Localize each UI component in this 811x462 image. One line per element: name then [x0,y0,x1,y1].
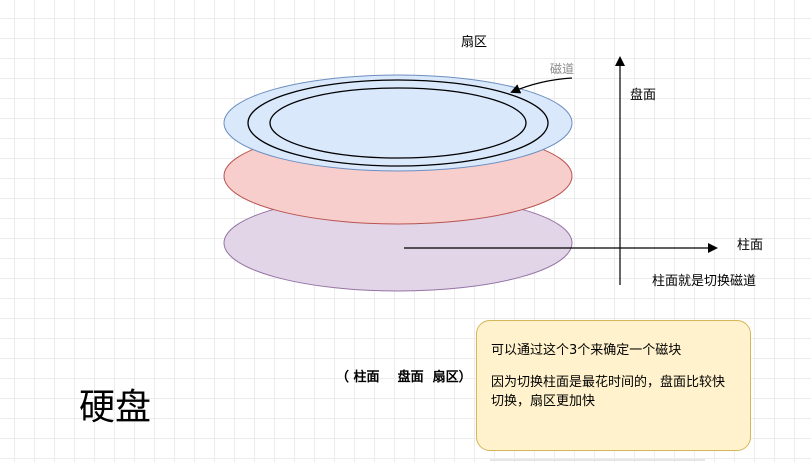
track-pointer-arrow [510,77,573,94]
address-triplet-label: （ 柱面 盘面 扇区） [336,370,472,385]
outer-track [247,79,549,167]
divider-line [490,459,705,461]
cylinder-label: 柱面 [737,238,764,253]
note-line-1: 可以通过这个3个来确定一个磁块 [491,343,682,358]
note-line-2: 因为切换柱面是最花时间的，盘面比较快切换，扇区更加快 [491,375,726,409]
explanation-note: 可以通过这个3个来确定一个磁块 因为切换柱面是最花时间的，盘面比较快切换，扇区更… [476,320,751,451]
sector-label: 扇区 [461,35,488,50]
top-platter [223,74,573,172]
cylinder-note-label: 柱面就是切换磁道 [652,274,757,289]
platter-label: 盘面 [630,88,657,103]
track-label: 磁道 [550,62,575,76]
inner-track [269,87,527,159]
page-title: 硬盘 [79,387,152,428]
